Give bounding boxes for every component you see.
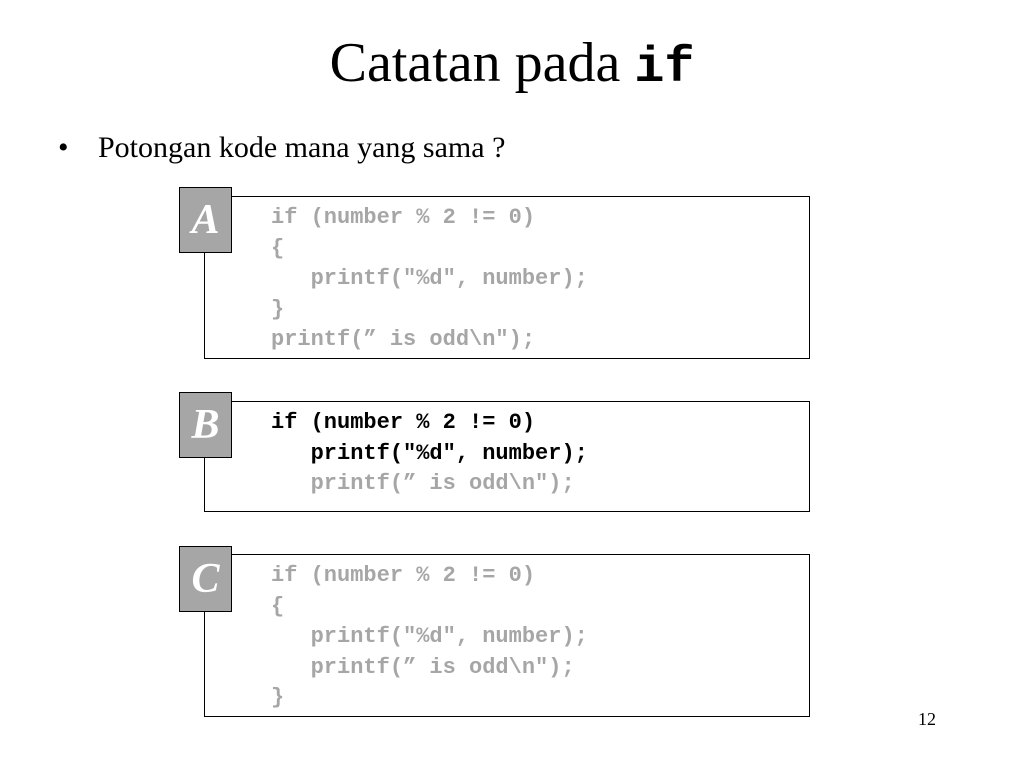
slide-title-keyword: if: [634, 40, 695, 97]
code-line: printf("%d", number);: [271, 266, 588, 292]
code-line: {: [271, 593, 285, 619]
code-lines-a: if (number % 2 != 0) { printf("%d", numb…: [271, 203, 588, 356]
option-label-a: A: [179, 187, 232, 253]
code-line: }: [271, 296, 285, 322]
code-lines-b: if (number % 2 != 0) printf("%d", number…: [271, 408, 588, 500]
code-line: {: [271, 235, 285, 261]
code-box-c: if (number % 2 != 0) { printf("%d", numb…: [204, 554, 810, 717]
code-line: printf(” is odd\n");: [271, 654, 575, 680]
code-line: if (number % 2 != 0): [271, 563, 536, 588]
page-number: 12: [918, 709, 936, 729]
slide-title: Catatan pada if: [0, 28, 1024, 104]
code-lines-c: if (number % 2 != 0) { printf("%d", numb…: [271, 561, 588, 714]
code-box-a: if (number % 2 != 0) { printf("%d", numb…: [204, 196, 810, 359]
code-line: printf(” is odd\n");: [271, 471, 575, 497]
slide-title-text: Catatan pada: [329, 32, 635, 94]
code-line: if (number % 2 != 0): [271, 410, 536, 435]
code-line: if (number % 2 != 0): [271, 205, 536, 230]
code-line: }: [271, 685, 285, 711]
code-line: printf(” is odd\n");: [271, 327, 536, 353]
bullet-text: Potongan kode mana yang sama ?: [98, 131, 506, 164]
bullet-marker: •: [58, 131, 69, 164]
option-label-c: C: [179, 546, 232, 612]
bullet-item: • Potongan kode mana yang sama ?: [58, 128, 505, 168]
code-box-b: if (number % 2 != 0) printf("%d", number…: [204, 401, 810, 512]
option-label-b: B: [179, 392, 232, 458]
code-line: printf("%d", number);: [271, 624, 588, 650]
code-line: printf("%d", number);: [271, 440, 588, 466]
